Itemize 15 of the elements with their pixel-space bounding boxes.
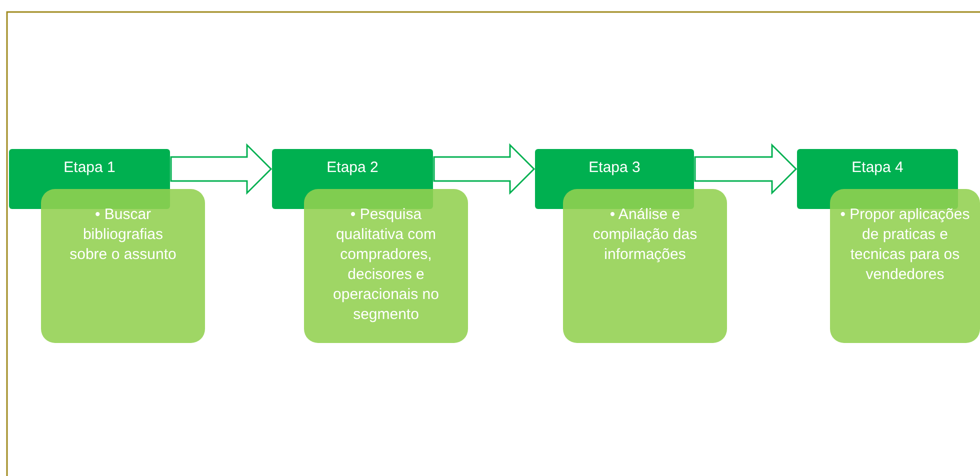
stage-title: Etapa 1 [64,158,116,178]
block-arrow [694,143,798,195]
stage-description-box [563,189,727,343]
stage-description-box [830,189,980,343]
block-arrow [433,143,536,195]
stage-description-box [304,189,468,343]
stage-title: Etapa 3 [588,158,640,178]
stage-description-box [41,189,205,343]
stage-title: Etapa 4 [852,158,904,178]
stage-description: • Buscar bibliografias sobre o assunto [68,205,178,265]
stage-description: • Propor aplicações de praticas e tecnicas para os vendedores [839,205,971,285]
block-arrow [170,143,272,195]
stage-title: Etapa 2 [326,158,378,178]
stage-description: • Análise e compilação das informações [592,205,698,265]
stage-description: • Pesquisa qualitativa com compradores, decisores e operacionais no segmento [332,205,440,325]
